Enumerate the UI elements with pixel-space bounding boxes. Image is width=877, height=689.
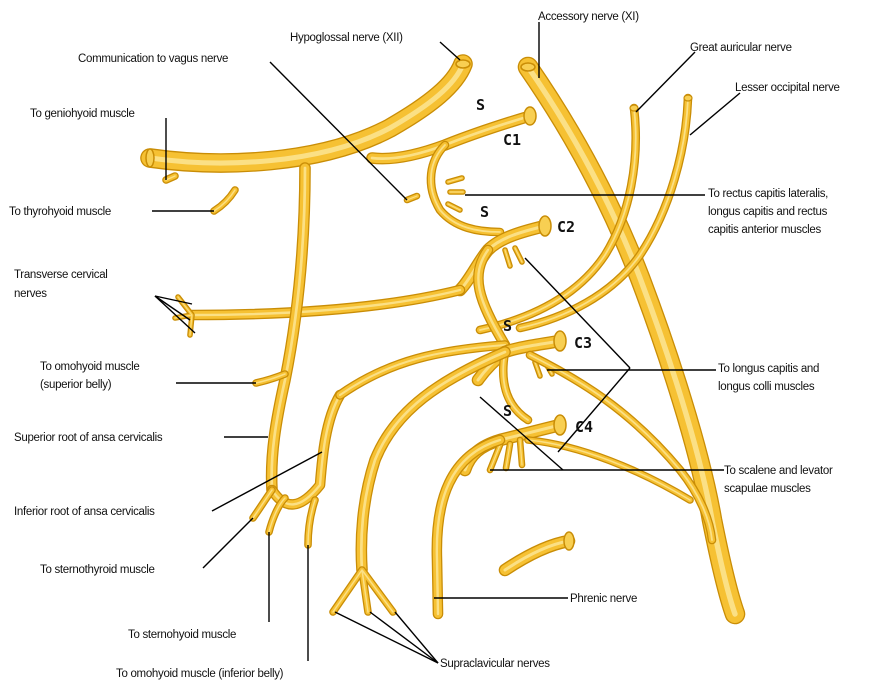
root-label-c1: C1 <box>503 131 521 149</box>
label-superior-root-ansa: Superior root of ansa cervicalis <box>14 432 163 444</box>
communication-to-vagus <box>407 196 417 200</box>
label-rectus-line3: capitis anterior muscles <box>708 224 822 236</box>
label-scalene-line1: To scalene and levator <box>724 465 833 477</box>
c4-cut-end <box>554 415 566 435</box>
sternohyoid-branch <box>269 498 285 532</box>
nerve-drawing <box>150 64 735 614</box>
supraclavicular-branches <box>333 570 393 612</box>
root-label-c3: C3 <box>574 334 592 352</box>
root-label-c4: C4 <box>575 418 593 436</box>
label-sternohyoid: To sternohyoid muscle <box>128 629 236 641</box>
root-label-c2: C2 <box>557 218 575 236</box>
label-longus-line1: To longus capitis and <box>718 363 819 375</box>
c2-ventral-ramus <box>460 226 545 290</box>
c3-cut-end <box>554 331 566 351</box>
omohyoid-inferior-branch <box>308 500 315 545</box>
great-auricular-cut-end <box>630 105 638 111</box>
thyrohyoid-branch <box>214 190 235 211</box>
label-transverse-line1: Transverse cervical <box>14 269 108 281</box>
label-geniohyoid: To geniohyoid muscle <box>30 108 135 120</box>
label-hypoglossal-nerve: Hypoglossal nerve (XII) <box>290 32 403 44</box>
superior-root-ansa <box>272 168 305 490</box>
label-lesser-occipital: Lesser occipital nerve <box>735 82 840 94</box>
label-communication-vagus: Communication to vagus nerve <box>78 53 228 65</box>
root-label-s3: S <box>503 317 512 335</box>
c1-connecting-loop <box>431 145 500 232</box>
hypoglossal-cut-end <box>456 60 470 68</box>
root-label-s2: S <box>480 203 489 221</box>
label-phrenic-nerve: Phrenic nerve <box>570 593 637 605</box>
label-sternothyroid: To sternothyroid muscle <box>40 564 155 576</box>
label-great-auricular: Great auricular nerve <box>690 42 792 54</box>
geniohyoid-branch <box>166 176 175 180</box>
label-omohyoid-inferior: To omohyoid muscle (inferior belly) <box>116 668 284 680</box>
leader-lines <box>152 22 740 663</box>
transverse-cervical-nerve <box>192 290 460 315</box>
root-label-s4: S <box>503 402 512 420</box>
c1-cut-end <box>524 107 536 125</box>
label-inferior-root-ansa: Inferior root of ansa cervicalis <box>14 506 155 518</box>
c1-small-branches <box>448 178 463 210</box>
clavicle-stub-cut-end <box>564 532 574 550</box>
label-omohyoid-superior-line1: To omohyoid muscle <box>40 361 139 373</box>
label-rectus-line1: To rectus capitis lateralis, <box>708 188 828 200</box>
c2-longus-branches <box>505 248 522 266</box>
label-rectus-line2: longus capitis and rectus <box>708 206 828 218</box>
label-thyrohyoid: To thyrohyoid muscle <box>9 206 111 218</box>
label-omohyoid-superior-line2: (superior belly) <box>40 379 112 391</box>
label-transverse-line2: nerves <box>14 288 47 300</box>
c2-cut-end <box>539 216 551 236</box>
clavicle-stub <box>505 541 569 570</box>
label-longus-line2: longus colli muscles <box>718 381 815 393</box>
label-scalene-line2: scapulae muscles <box>724 483 811 495</box>
label-accessory-nerve: Accessory nerve (XI) <box>538 11 639 23</box>
accessory-cut-end <box>521 63 535 71</box>
root-label-s1: S <box>476 96 485 114</box>
label-supraclavicular-nerves: Supraclavicular nerves <box>440 658 550 670</box>
lesser-occipital-cut-end <box>684 95 692 101</box>
sternothyroid-branch <box>253 490 272 518</box>
geniohyoid-cut-end <box>146 149 154 167</box>
nerve-end-caps <box>146 60 692 550</box>
